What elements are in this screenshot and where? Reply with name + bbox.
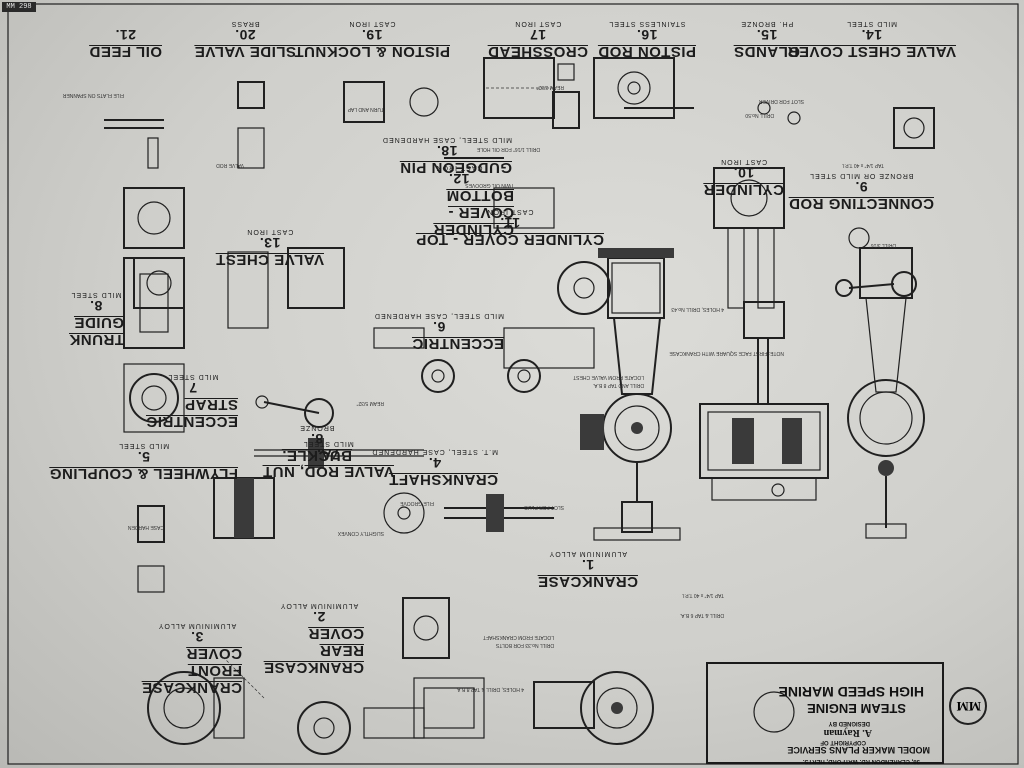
part-10-header: CYLINDER 10. CAST IRON: [703, 158, 784, 198]
part-7-header: ECCENTRIC STRAP 7 MILD STEEL: [145, 373, 238, 430]
part-3-header: CRANKCASE FRONT COVER 3. ALUMINIUM ALLOY: [141, 622, 242, 696]
cylinder-covers-drawing: [493, 187, 611, 369]
crankcase-rear-cover-drawing: [297, 597, 450, 755]
note-9: DRILL AND TAP 8 B.A.: [592, 382, 644, 388]
slide-valve-drawing: [237, 81, 265, 169]
part-19-header: PISTON & LOCKNUT 19. CAST IRON: [293, 20, 450, 60]
title-block: HIGH SPEED MARINE STEAM ENGINE DESIGNED …: [706, 662, 944, 764]
title-line2: STEAM ENGINE: [807, 701, 906, 716]
valve-chest-cover-drawing: [893, 107, 935, 149]
part-15-header: GLANDS 15. PH. BRONZE: [733, 20, 800, 60]
part-8-trunk-guide-header: TRUNK GUIDE 8. MILD STEEL: [69, 291, 124, 348]
flywheel-drawing: [137, 477, 275, 593]
part-9-header: CONNECTING ROD 9. BRONZE OR MILD STEEL: [788, 172, 934, 212]
note-1: DRILL No.33 FOR BOLTS: [495, 642, 554, 648]
part-1-header: CRANKCASE 1. ALUMINIUM ALLOY: [537, 550, 638, 590]
part-18-header: GUDGEON PIN 18. MILD STEEL, CASE HARDENE…: [381, 136, 512, 176]
designer-name: A. Rayman: [823, 727, 872, 738]
part-14-header: VALVE CHEST COVER 14. MILD STEEL: [787, 20, 956, 60]
title-line1: HIGH SPEED MARINE: [778, 684, 924, 700]
sheet-reference-tag: MM 298: [2, 2, 36, 12]
note-23: DRILL 3/16": [869, 242, 896, 248]
cylinder-drawing: [713, 167, 785, 309]
valve-rod-drawing: [254, 438, 424, 468]
piston-locknut-drawing: [343, 81, 439, 123]
valve-chest-drawing: [133, 247, 345, 329]
part-13-header: VALVE CHEST 13. CAST IRON: [215, 228, 324, 268]
eccentric-drawing: [373, 327, 541, 393]
designed-by-label: DESIGNED BY: [828, 720, 870, 726]
oil-feed-drawing: [104, 119, 164, 169]
part-20-header: SLIDE VALVE 20. BRASS: [194, 20, 296, 60]
engine-side-section: [580, 248, 681, 541]
sheet-border: [7, 3, 1019, 765]
note-8: FILE GROOVE: [400, 500, 434, 506]
note-13: TURN AND LAP: [347, 106, 384, 112]
service-address: 38, CLARENDON RD. WATFORD, HERTS.: [802, 758, 920, 764]
note-4: TAP 1/4" x 40 T.P.I.: [681, 592, 724, 598]
note-6: SLOT FOR PLUG: [524, 504, 564, 510]
note-19: REAM 3/32": [536, 84, 564, 90]
note-2: LOCATE FROM CRANKSHAFT: [482, 634, 554, 640]
note-7: SLIGHTLY CONVEX: [337, 530, 384, 536]
note-18: DRILL 1/16" FOR OIL HOLE: [476, 146, 540, 152]
note-3: 4 HOLES, DRILL & TAP 8 B.A.: [455, 686, 524, 692]
note-12: REAM 5/32": [356, 400, 384, 406]
part-6-header: ECCENTRIC 6. MILD STEEL, CASE HARDENED: [373, 312, 504, 352]
eccentric-strap-drawing: [123, 363, 334, 433]
note-14: VALVE ROD: [216, 162, 244, 168]
note-10: LOCATE FROM VALVE CHEST: [573, 374, 644, 380]
part-21-header: OIL FEED 21.: [89, 27, 162, 60]
mm-logo-ring: [949, 687, 987, 725]
note-24: TWIN OIL GROOVES: [465, 182, 514, 188]
glands-drawing: [757, 101, 801, 125]
title-block-circle: [753, 691, 795, 733]
note-21: 4 HOLES, DRILL No.43: [671, 306, 724, 312]
connecting-rod-drawing: [835, 227, 917, 297]
note-17: SLOT FOR DRIVER: [758, 98, 804, 104]
part-8-buckle-header: BUCKLE. 8. BRONZE: [281, 424, 352, 464]
part-2-header: CRANKCASE REAR COVER 2. ALUMINIUM ALLOY: [263, 602, 364, 676]
part-16-header: PISTON ROD 16. STAINLESS STEEL: [597, 20, 696, 60]
mm-logo: MM: [956, 699, 981, 714]
service-name: MODEL MAKER PLANS SERVICE: [787, 745, 930, 755]
crankcase-front-cover-drawing: [147, 657, 265, 745]
note-16: DRILL No.50: [745, 112, 774, 118]
note-11: CASE HARDEN: [127, 524, 164, 530]
note-20: NOTE: FIRST FACE SQUARE WITH CRANKCASE: [669, 350, 784, 356]
note-22: TAP 1/4" x 40 T.P.I.: [841, 162, 884, 168]
part-5-header: FLYWHEEL & COUPLING 5. MILD STEEL: [49, 442, 238, 482]
part-17-header: CROSSHEAD 17 CAST IRON: [487, 20, 588, 60]
note-15: FILE FLATS ON SPANNER: [62, 92, 124, 98]
crosshead-drawing: [552, 63, 580, 129]
crankshaft-drawing: [383, 492, 554, 534]
note-5: DRILL & TAP 6 B.A.: [679, 612, 724, 618]
engine-front-view: [847, 247, 925, 539]
engine-end-section: [699, 301, 829, 501]
